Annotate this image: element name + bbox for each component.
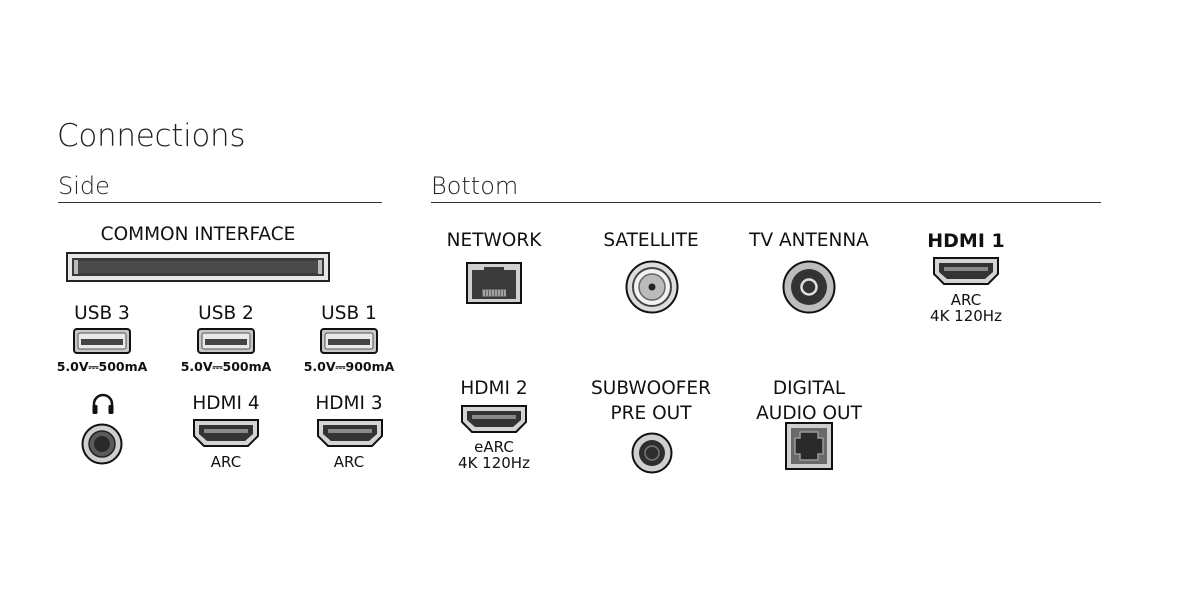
hdmi-4-sub: ARC [210,453,242,471]
hdmi-port-icon [316,418,384,448]
side-heading: Side [58,172,110,200]
hdmi-2-sub-earc: eARC [474,438,514,456]
usb-port-icon [73,328,131,354]
usb-1-label: USB 1 [321,303,377,324]
subwoofer-jack [631,432,673,474]
hdmi-1-label: HDMI 1 [927,230,1005,252]
hdmi-3-sub: ARC [333,453,365,471]
usb-port-icon [320,328,378,354]
side-divider [58,202,382,203]
optical-port-icon [785,422,833,470]
hdmi-port-icon [932,256,1000,286]
usb-3-label: USB 3 [74,303,130,324]
common-interface-slot [66,252,330,282]
ethernet-port-icon [466,262,522,304]
bottom-heading: Bottom [431,172,519,200]
hdmi-port-icon [460,404,528,434]
coax-port-icon [782,260,836,314]
subwoofer-label-line2: PRE OUT [610,403,692,424]
usb-2-label: USB 2 [198,303,254,324]
headphone-icon [91,392,115,416]
satellite-label: SATELLITE [603,230,699,251]
digital-audio-label-line1: DIGITAL [772,378,846,399]
hdmi-3-label: HDMI 3 [315,393,383,414]
hdmi-4-label: HDMI 4 [192,393,260,414]
tv-antenna-label: TV ANTENNA [749,230,869,251]
hdmi-2-sub-spec: 4K 120Hz [458,454,530,472]
hdmi-1-sub-arc: ARC [950,291,982,309]
page-title: Connections [57,118,246,154]
common-interface-label: COMMON INTERFACE [100,224,296,245]
network-label: NETWORK [446,230,542,251]
hdmi-1-sub-spec: 4K 120Hz [930,307,1002,325]
digital-audio-label-line2: AUDIO OUT [756,403,862,424]
headphone-jack [81,423,123,465]
usb-3-spec: 5.0V⎓500mA [56,359,148,374]
usb-2-spec: 5.0V⎓500mA [180,359,272,374]
usb-port-icon [197,328,255,354]
hdmi-2-label: HDMI 2 [460,378,528,399]
bottom-divider [431,202,1101,203]
usb-1-spec: 5.0V⎓900mA [303,359,395,374]
coax-port-icon [625,260,679,314]
subwoofer-label-line1: SUBWOOFER [591,378,711,399]
hdmi-port-icon [192,418,260,448]
